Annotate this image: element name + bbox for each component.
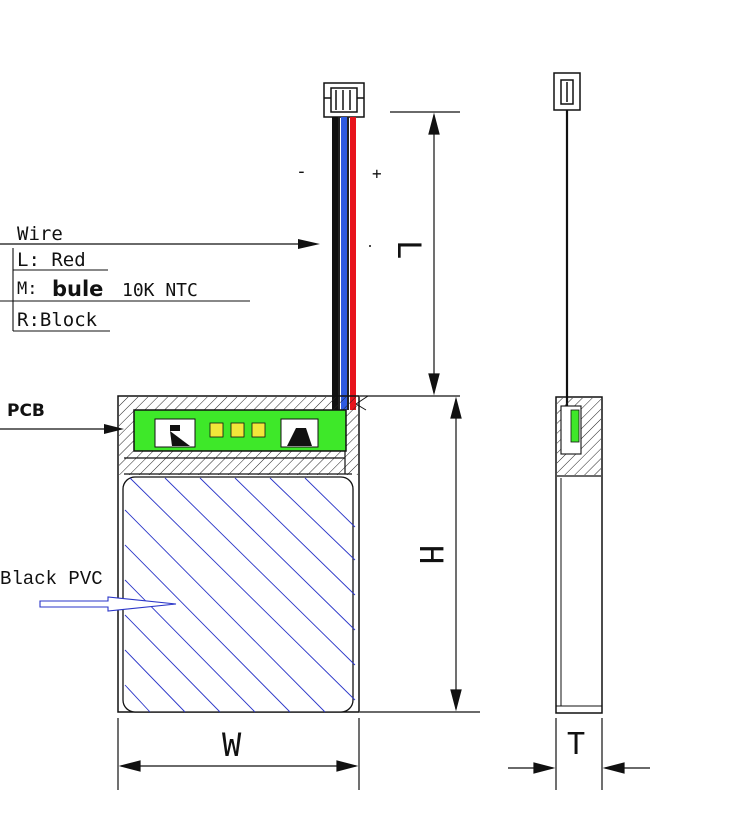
pcb-side [570,409,580,443]
connector-front [323,82,365,118]
black-pvc-label: Black PVC [0,568,103,590]
wire-blue [341,117,347,410]
pcb-pad [209,422,224,438]
minus-label: - [296,161,307,182]
cell-body [122,476,354,713]
wire-legend: Wire L: Red M: bule 10K NTC R:Block [0,223,320,332]
wire-m-blue: bule [52,277,103,301]
wire-dot [369,245,371,247]
dimension-t [508,718,650,790]
wire-red [350,117,356,410]
dimension-l-label: L [390,240,428,259]
pcb-label: PCB [7,401,45,421]
pcb-pad [251,422,266,438]
dimension-h [360,396,480,713]
connector-side [553,72,581,111]
wire-bundle [332,117,356,410]
wire-m-prefix: M: [17,279,37,299]
wire-black [332,117,338,410]
wire-l-red: L: Red [17,249,86,271]
wire-title: Wire [17,223,63,245]
black-pvc-arrow [39,596,177,612]
battery-front [117,395,369,713]
pcb-pad [230,422,245,438]
dimension-w-label: W [222,726,242,764]
dimension-h-label: H [412,545,450,564]
dimension-t-label: T [567,727,585,762]
dimension-w [117,718,360,790]
wire-m-ntc: 10K NTC [122,280,198,301]
battery-side [555,396,603,714]
plus-label: + [372,164,382,183]
dimension-l [360,111,460,397]
wire-r-black: R:Block [17,309,98,331]
